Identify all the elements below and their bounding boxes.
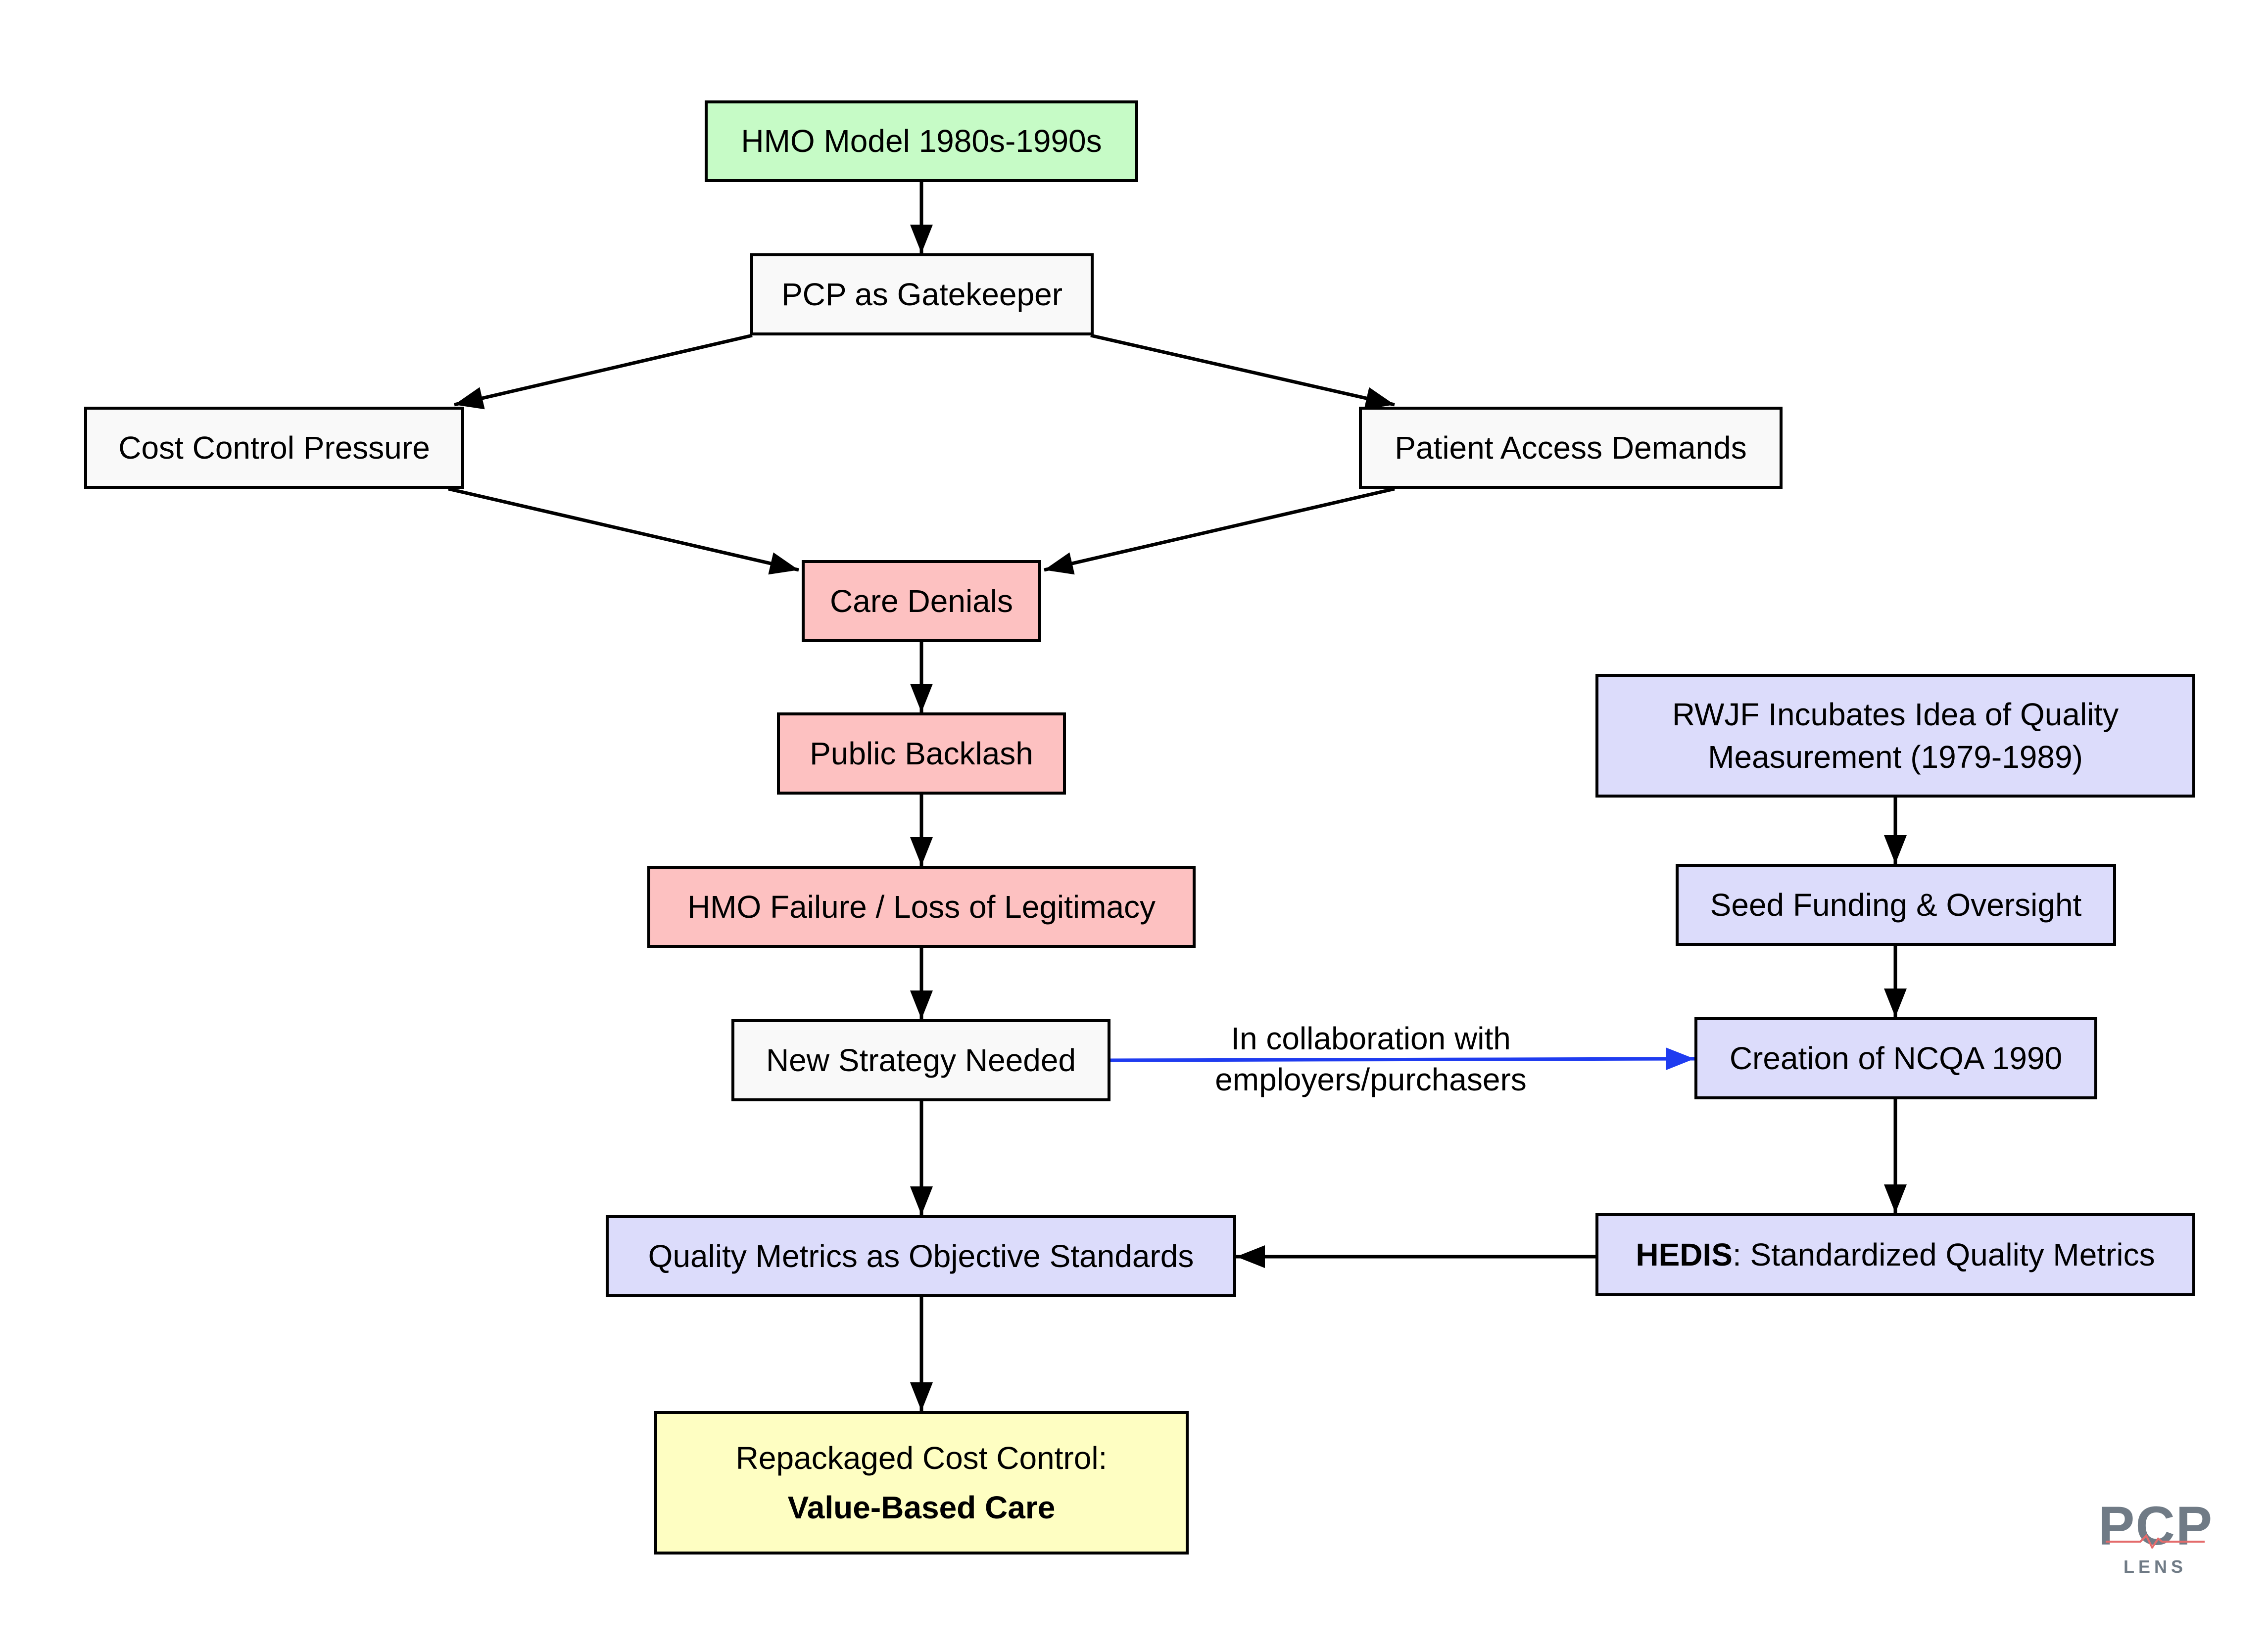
pcp-lens-logo: PCP LENS xyxy=(2098,1499,2212,1588)
arrow-pcp-to-cost xyxy=(454,333,753,410)
arrow-pcp-to-access xyxy=(1090,333,1395,410)
node-seed-funding-label: Seed Funding & Oversight xyxy=(1710,887,2082,923)
node-cost-control: Cost Control Pressure xyxy=(84,407,464,489)
node-hmo-model: HMO Model 1980s-1990s xyxy=(705,100,1138,182)
node-ncqa-label: Creation of NCQA 1990 xyxy=(1729,1040,2063,1076)
node-pcp-gatekeeper: PCP as Gatekeeper xyxy=(750,253,1094,335)
edge-label-line2: employers/purchasers xyxy=(1215,1062,1527,1098)
node-care-denials-label: Care Denials xyxy=(830,583,1013,619)
node-hmo-failure: HMO Failure / Loss of Legitimacy xyxy=(647,866,1196,948)
node-cost-control-label: Cost Control Pressure xyxy=(118,429,430,466)
arrow-strategy-to-ncqa xyxy=(1110,1047,1695,1071)
node-patient-access-label: Patient Access Demands xyxy=(1395,429,1747,466)
node-repackaged-line2: Value-Based Care xyxy=(787,1490,1056,1525)
node-rwjf-line1: RWJF Incubates Idea of Quality xyxy=(1672,696,2119,732)
node-new-strategy-label: New Strategy Needed xyxy=(766,1042,1076,1078)
heartbeat-line-icon xyxy=(2106,1534,2205,1549)
node-seed-funding: Seed Funding & Oversight xyxy=(1676,864,2116,946)
node-public-backlash: Public Backlash xyxy=(777,712,1066,795)
node-hedis-rest: : Standardized Quality Metrics xyxy=(1732,1236,2155,1272)
arrow-access-to-denials xyxy=(1044,487,1395,575)
node-patient-access: Patient Access Demands xyxy=(1359,407,1783,489)
node-hedis-bold: HEDIS xyxy=(1636,1236,1733,1272)
node-public-backlash-label: Public Backlash xyxy=(810,735,1033,771)
node-new-strategy: New Strategy Needed xyxy=(731,1019,1110,1101)
edge-label-collaboration: In collaboration with employers/purchase… xyxy=(1158,1018,1584,1100)
node-hmo-failure-label: HMO Failure / Loss of Legitimacy xyxy=(687,889,1156,925)
node-quality-metrics: Quality Metrics as Objective Standards xyxy=(606,1215,1236,1297)
logo-sub-text: LENS xyxy=(2123,1556,2187,1577)
node-ncqa: Creation of NCQA 1990 xyxy=(1694,1017,2097,1099)
node-pcp-gatekeeper-label: PCP as Gatekeeper xyxy=(781,276,1063,312)
edge-label-line1: In collaboration with xyxy=(1231,1021,1511,1056)
node-hedis: HEDIS : Standardized Quality Metrics xyxy=(1595,1213,2195,1296)
node-rwjf: RWJF Incubates Idea of Quality Measureme… xyxy=(1595,674,2195,798)
arrow-cost-to-denials xyxy=(448,487,799,575)
node-repackaged: Repackaged Cost Control: Value-Based Car… xyxy=(654,1411,1189,1555)
node-quality-metrics-label: Quality Metrics as Objective Standards xyxy=(648,1238,1194,1274)
node-rwjf-line2: Measurement (1979-1989) xyxy=(1708,739,2083,775)
node-repackaged-line1: Repackaged Cost Control: xyxy=(735,1440,1108,1476)
node-care-denials: Care Denials xyxy=(802,560,1041,642)
node-hmo-model-label: HMO Model 1980s-1990s xyxy=(741,123,1102,159)
